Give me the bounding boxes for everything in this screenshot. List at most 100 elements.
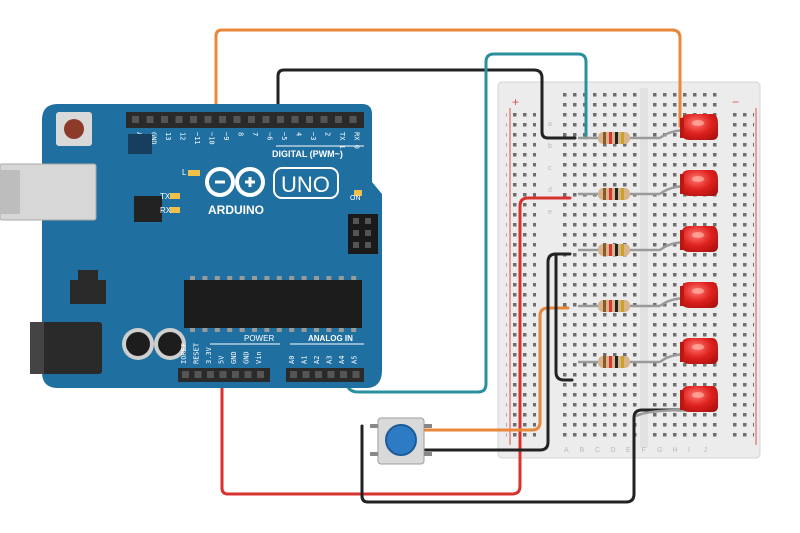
main-grid-right[interactable] [650, 92, 720, 442]
led-tx-label: TX [160, 192, 171, 201]
analog-pin-label: A5 [351, 356, 359, 364]
row-letter: c [548, 165, 552, 172]
power-pin-hole[interactable] [207, 371, 214, 378]
column-letter: B [580, 447, 585, 454]
column-letter: E [626, 447, 631, 454]
power-pin-hole[interactable] [219, 371, 227, 378]
digital-pin-hole[interactable] [233, 116, 241, 123]
analog-label: ANALOG IN [308, 334, 353, 343]
digital-pin-label: 12 [179, 132, 187, 140]
analog-pin-label: A1 [301, 356, 309, 364]
led-rx-label: RX [160, 206, 172, 215]
column-letter: C [595, 447, 600, 454]
icsp-header-top [128, 134, 152, 154]
digital-label: DIGITAL (PWM~) [272, 149, 343, 159]
analog-pin-hole[interactable] [340, 371, 347, 378]
digital-pin-label: ~11 [193, 132, 201, 145]
wire-black-button[interactable] [418, 252, 572, 452]
column-letter: J [704, 447, 708, 454]
digital-pin-hole[interactable] [161, 116, 168, 123]
analog-header[interactable] [286, 368, 364, 382]
resistor[interactable] [578, 296, 689, 312]
power-pin-hole[interactable] [182, 371, 189, 378]
led[interactable] [680, 114, 718, 140]
wire-black-bottom[interactable] [360, 408, 692, 504]
arduino-logo-icon [205, 167, 265, 197]
digital-pin-hole[interactable] [175, 116, 183, 123]
led[interactable] [680, 386, 718, 412]
digital-pin-label: RX 0 [353, 132, 361, 149]
analog-pin-labels: A0 A1 A2 A3 A4 A5 [288, 356, 359, 364]
digital-pin-label: 4 [295, 132, 303, 136]
row-letter: b [548, 143, 552, 150]
column-letter: H [673, 447, 678, 454]
analog-pin-hole[interactable] [290, 371, 297, 378]
analog-pin-label: A2 [313, 356, 321, 364]
usb-port[interactable] [0, 163, 97, 221]
analog-pin-label: A3 [326, 356, 334, 364]
power-pin-hole[interactable] [232, 371, 239, 378]
led[interactable] [680, 226, 718, 252]
digital-pin-hole[interactable] [219, 116, 226, 123]
digital-pin-hole[interactable] [146, 116, 154, 123]
digital-pin-hole[interactable] [262, 116, 270, 123]
analog-pin-hole[interactable] [315, 371, 322, 378]
digital-pin-label: ~3 [309, 132, 317, 140]
digital-pin-hole[interactable] [306, 116, 313, 123]
wire-orange-top[interactable] [214, 28, 682, 128]
row-letter: a [548, 121, 552, 128]
analog-pin-hole[interactable] [302, 371, 310, 378]
led[interactable] [680, 170, 718, 196]
power-jack[interactable] [30, 322, 102, 374]
brand-label: ARDUINO [208, 203, 264, 217]
digital-pin-label: 13 [164, 132, 172, 140]
analog-pin-label: A4 [338, 356, 346, 364]
minus-rail-label: − [732, 95, 739, 109]
digital-pin-hole[interactable] [335, 116, 342, 123]
wire-teal[interactable] [344, 52, 588, 394]
button-cap-icon[interactable] [385, 424, 417, 456]
power-pin-hole[interactable] [257, 371, 264, 378]
led[interactable] [680, 338, 718, 364]
digital-pin-label: ~6 [266, 132, 274, 140]
analog-pin-hole[interactable] [352, 371, 360, 378]
digital-pin-hole[interactable] [248, 116, 255, 123]
push-button[interactable] [370, 417, 432, 465]
digital-pin-hole[interactable] [132, 116, 139, 123]
resistor[interactable] [578, 352, 689, 368]
power-pin-hole[interactable] [194, 371, 202, 378]
wires [214, 28, 692, 504]
digital-pin-hole[interactable] [349, 116, 357, 123]
digital-pin-label: 2 [324, 132, 332, 136]
uno-badge [273, 167, 339, 199]
right-power-rail[interactable] [728, 112, 754, 442]
analog-pin-hole[interactable] [327, 371, 335, 378]
digital-pin-hole[interactable] [291, 116, 299, 123]
led[interactable] [680, 282, 718, 308]
digital-pin-hole[interactable] [190, 116, 197, 123]
icsp-header-right[interactable] [348, 214, 378, 254]
power-pin-label: 3.3V [205, 346, 213, 364]
column-letter: A [564, 447, 569, 454]
model-label: UNO [281, 172, 330, 197]
digital-pin-hole[interactable] [320, 116, 328, 123]
digital-pin-hole[interactable] [277, 116, 284, 123]
wire-black-row5[interactable] [554, 252, 574, 382]
resistor[interactable] [578, 240, 689, 256]
digital-pin-hole[interactable] [204, 116, 212, 123]
analog-pin-label: A0 [288, 356, 296, 364]
digital-pin-label: ~5 [280, 132, 288, 140]
digital-pin-label: GND [150, 132, 158, 145]
on-label: ON [350, 195, 361, 202]
resistor[interactable] [578, 184, 689, 200]
power-pin-hole[interactable] [244, 371, 252, 378]
digital-header[interactable] [126, 112, 364, 128]
wire-orange-button[interactable] [418, 306, 570, 432]
wire-black-top[interactable] [276, 68, 577, 140]
main-grid-left[interactable] [560, 92, 640, 442]
row-letter: e [548, 209, 552, 216]
wire-red-5v[interactable] [220, 196, 572, 496]
